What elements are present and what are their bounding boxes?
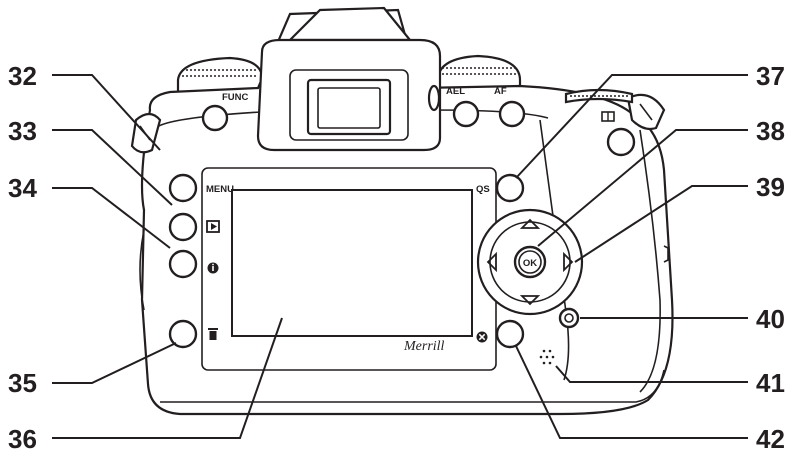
- ok-button[interactable]: OK: [513, 245, 547, 279]
- viewfinder-eyecup: [256, 6, 442, 152]
- cancel-button[interactable]: [476, 319, 525, 349]
- playback-icon: [206, 220, 220, 233]
- small-round-button[interactable]: [558, 307, 580, 329]
- callout-33: 33: [8, 116, 37, 146]
- callout-39: 39: [756, 172, 785, 202]
- dpad-left-arrow-icon: [486, 251, 497, 273]
- leader-36: [52, 317, 283, 439]
- af-button[interactable]: AF: [494, 86, 526, 128]
- dpad-down-arrow-icon: [519, 295, 541, 306]
- func-button[interactable]: FUNC: [201, 92, 249, 132]
- leader-41: [555, 365, 748, 383]
- leader-37: [515, 74, 748, 179]
- leader-39: [574, 185, 748, 263]
- leader-lines: [52, 74, 748, 439]
- rear-command-wheel[interactable]: [564, 88, 634, 104]
- callout-38: 38: [756, 116, 785, 146]
- callout-41: 41: [756, 368, 785, 398]
- delete-button[interactable]: [168, 319, 218, 349]
- callout-37: 37: [756, 61, 785, 91]
- side-port-cover: [139, 229, 145, 311]
- lcd-screen: [231, 189, 473, 337]
- menu-label: MENU: [206, 184, 234, 195]
- qs-button[interactable]: QS: [476, 173, 525, 203]
- leader-32: [52, 74, 161, 151]
- diopter-knob[interactable]: [427, 84, 441, 112]
- leader-33: [52, 129, 173, 206]
- callout-35: 35: [8, 368, 37, 398]
- dpad-up-arrow-icon: [519, 218, 541, 229]
- callout-numbers: 32 33 34 35 36 37 38 39 40 41 42: [8, 61, 785, 454]
- leader-35: [52, 342, 177, 384]
- trash-icon: [208, 328, 218, 340]
- af-point-icon: [601, 111, 615, 122]
- ael-label: AEL: [446, 86, 465, 97]
- lcd-panel: Merrill: [201, 167, 497, 371]
- callout-40: 40: [756, 304, 785, 334]
- callout-32: 32: [8, 61, 37, 91]
- speaker-holes: [539, 349, 555, 365]
- merrill-signature: Merrill: [403, 339, 445, 354]
- playback-button[interactable]: [168, 212, 220, 242]
- func-label: FUNC: [222, 92, 249, 103]
- menu-button[interactable]: MENU: [168, 173, 234, 203]
- dpad-right-arrow-icon: [563, 251, 574, 273]
- leader-34: [52, 187, 171, 249]
- qs-label: QS: [476, 184, 490, 195]
- callout-34: 34: [8, 173, 37, 203]
- callout-42: 42: [756, 424, 785, 454]
- af-label: AF: [494, 86, 507, 97]
- cancel-icon: [476, 331, 488, 343]
- callout-36: 36: [8, 424, 37, 454]
- leader-38: [537, 129, 748, 247]
- info-button[interactable]: [168, 249, 219, 279]
- ael-button[interactable]: AEL: [446, 86, 480, 128]
- af-point-button[interactable]: [601, 111, 636, 157]
- right-strap-lug: [626, 93, 666, 131]
- leader-42: [515, 345, 748, 439]
- info-icon: [207, 262, 219, 274]
- ok-label: OK: [523, 258, 537, 269]
